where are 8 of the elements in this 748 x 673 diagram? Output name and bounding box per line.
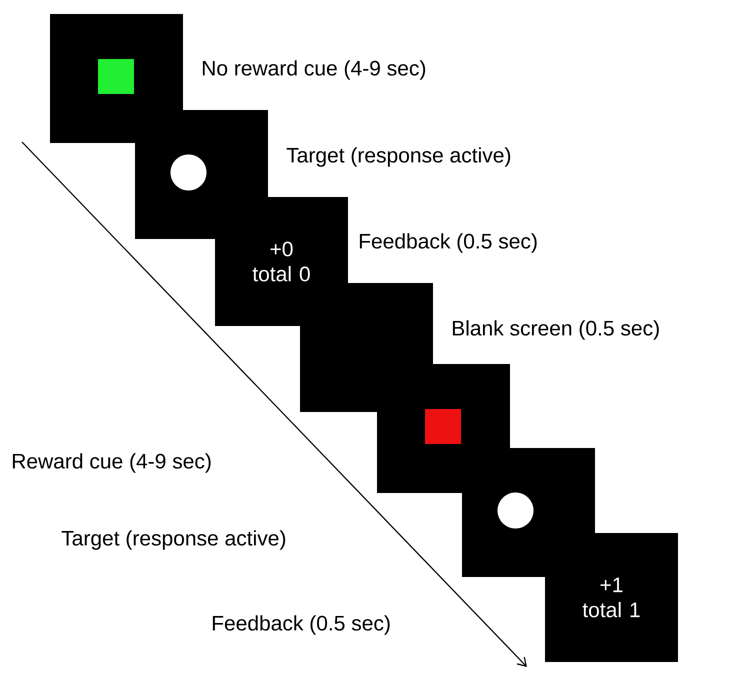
stage-label: Reward cue (4-9 sec) [12,453,211,473]
stage-label: No reward cue (4-9 sec) [202,60,426,80]
stage-label: Target (response active) [286,147,510,167]
stage-label: Target (response active) [62,530,286,550]
stage-label: Feedback (0.5 sec) [360,233,537,253]
feedback-screen: +1 total 1 [545,533,678,662]
stage-label: Blank screen (0.5 sec) [452,320,659,340]
stage-label: Feedback (0.5 sec) [212,615,390,635]
